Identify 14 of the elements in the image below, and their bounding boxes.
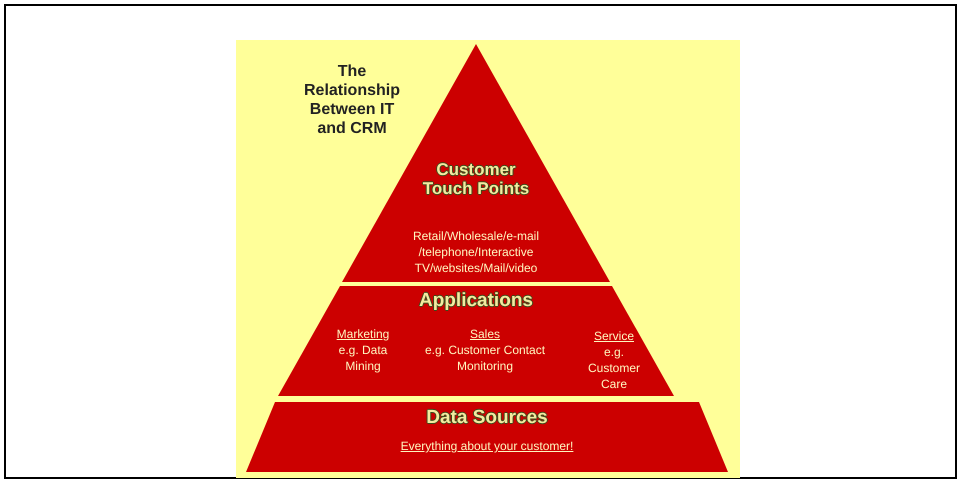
category-heading: Service [592,328,635,344]
category-heading: Everything about your customer! [400,438,574,454]
tier-description: e.g. Customer Contact Monitoring [424,342,546,374]
tier-heading: Applications [418,290,534,312]
pyramid-tier [278,286,674,396]
pyramid-tier [246,402,728,472]
tier-heading: Customer Touch Points [422,160,530,198]
diagram-title: The Relationship Between IT and CRM [302,62,401,138]
tier-description: e.g. Data Mining [338,342,388,374]
category-heading: Sales [468,326,502,342]
tier-heading: Data Sources [425,407,549,429]
tier-description: Retail/Wholesale/e-mail /telephone/Interactive TV/websites/Mail/video [412,228,540,276]
category-heading: Marketing [336,326,390,342]
tier-description: e.g. Customer Care [586,344,641,392]
